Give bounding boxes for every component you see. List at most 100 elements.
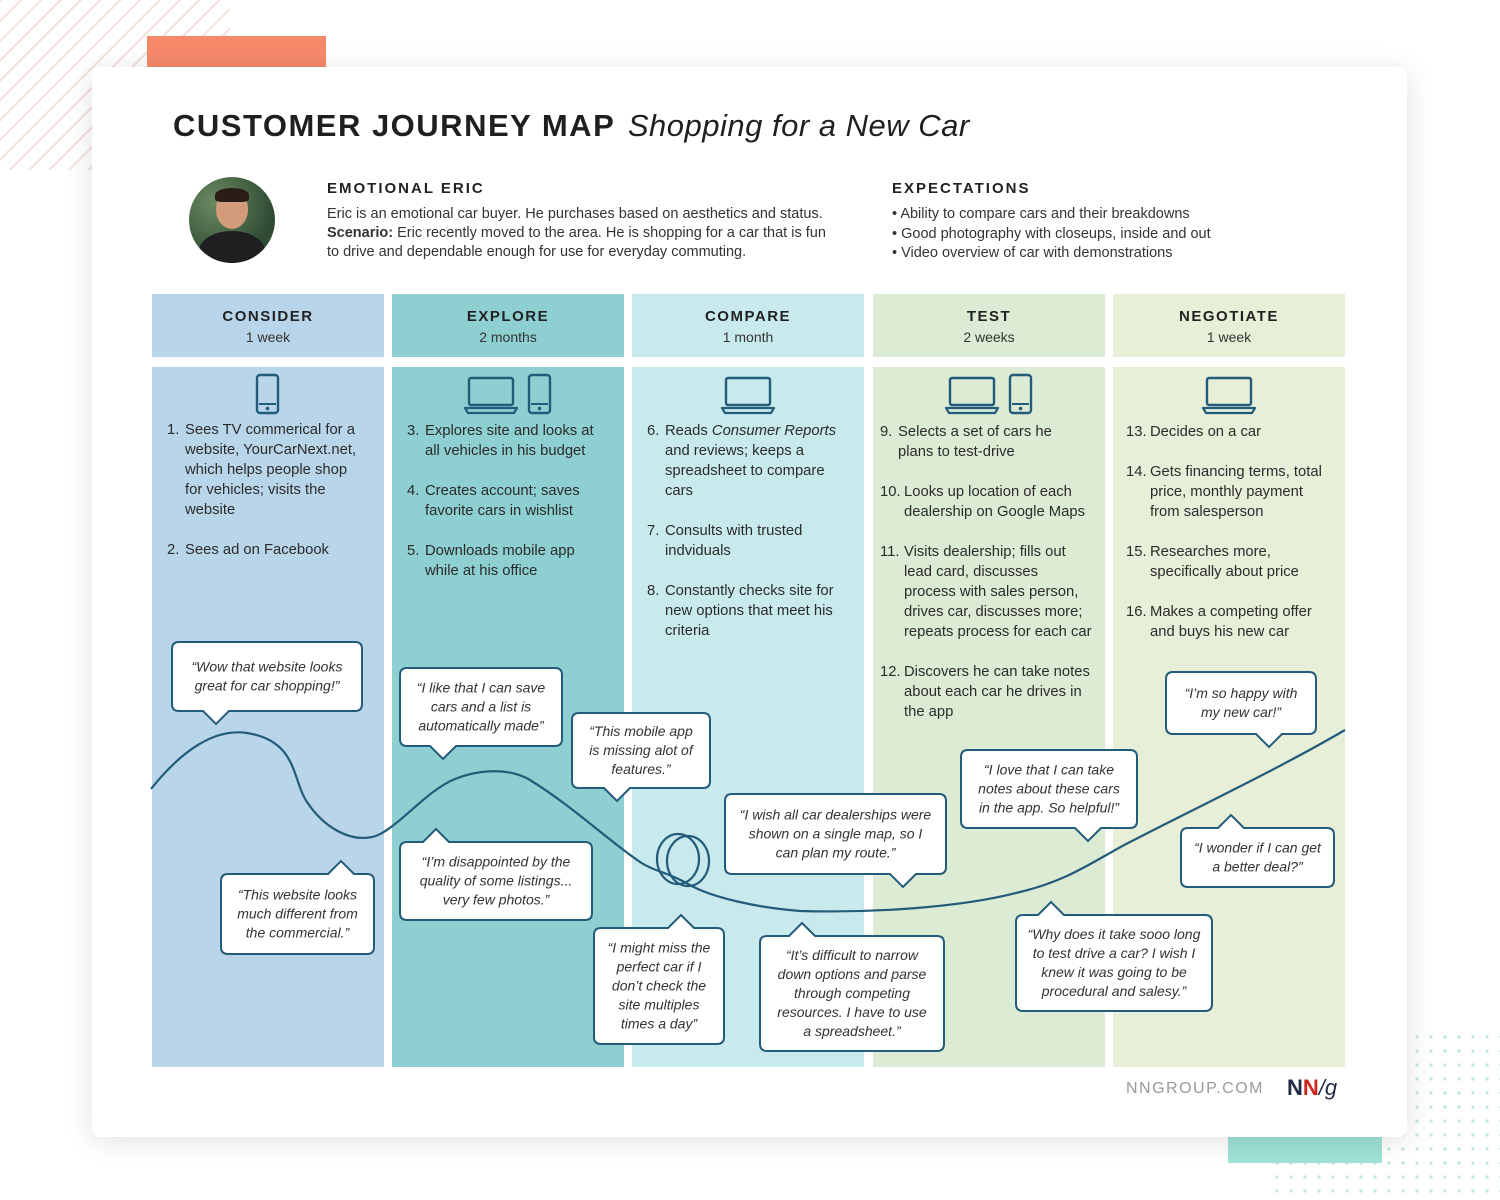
stage-device-icons	[720, 373, 776, 415]
step-text-line: and reviews; keeps a	[665, 443, 805, 459]
step-text-line: price, monthly payment	[1150, 484, 1303, 500]
step-text-line: favorite cars in wishlist	[425, 503, 574, 519]
quote-text-line: quality of some listings...	[420, 873, 573, 889]
step-number: 16.	[1126, 604, 1147, 620]
step-text-line: cars	[665, 483, 693, 499]
loop-ellipse-2	[665, 834, 711, 888]
laptop-icon	[463, 376, 519, 415]
step-text-line: which helps people shop	[185, 462, 348, 478]
step-number: 4.	[407, 483, 420, 499]
stage-name: NEGOTIATE	[1179, 308, 1279, 325]
scenario-label: Scenario:	[327, 225, 394, 241]
persona-summary: Eric is an emotional car buyer. He purch…	[327, 206, 823, 222]
step-text-line: the app	[904, 704, 954, 720]
page-title: CUSTOMER JOURNEY MAP Shopping for a New …	[173, 106, 970, 146]
title-main: CUSTOMER JOURNEY MAP	[173, 108, 616, 143]
phone-icon	[255, 373, 280, 415]
publication-name: Consumer Reports	[711, 423, 837, 439]
quote-bubble-shape	[399, 827, 593, 921]
quote-text-line: the commercial.”	[246, 925, 351, 941]
emotion-curve	[150, 729, 1346, 913]
quote-text-line: “It’s difficult to narrow	[786, 947, 919, 963]
step-text-line: indviduals	[665, 543, 731, 559]
stage-duration: 1 month	[722, 329, 774, 345]
quote-text-line: cars and a list is	[431, 699, 531, 715]
quote-text-line: “I love that I can take	[984, 762, 1114, 778]
step-text-line: Reads Consumer Reports	[665, 423, 837, 439]
quote-bubble-shape	[1180, 813, 1335, 888]
step-number: 1.	[167, 422, 180, 438]
quote-text-line: don’t check the	[612, 978, 706, 994]
expectation-item: Good photography with closeups, inside a…	[892, 225, 1211, 245]
quote-text-line: great for car shopping!”	[195, 678, 341, 694]
step-item: 16.Makes a competing offer and buys his n…	[1126, 602, 1339, 642]
quote-text-line: “I’m so happy with	[1185, 685, 1298, 701]
step-text-line: website	[185, 502, 236, 518]
step-number: 14.	[1126, 464, 1147, 480]
expectation-item: Ability to compare cars and their breakd…	[892, 205, 1211, 225]
quote-bubble-shape	[593, 913, 725, 1045]
step-text-line: for vehicles; visits the	[185, 482, 326, 498]
decorative-orange-bar	[147, 36, 326, 70]
quote-text-line: “I might miss the	[608, 940, 711, 956]
stage-device-icons	[463, 373, 553, 415]
step-text-line: Visits dealership; fills out	[904, 544, 1066, 560]
step-text-line: Consults with trusted	[665, 523, 803, 539]
quote-text-line: much different from	[237, 906, 358, 922]
step-text-line: dealership on Google Maps	[904, 504, 1085, 520]
quote-bubble-shape	[220, 859, 375, 955]
quote-text-line: “I like that I can save	[417, 680, 546, 696]
quote-text-line: features.”	[611, 761, 671, 777]
persona-name: EMOTIONAL ERIC	[327, 180, 485, 197]
step-text-line: Creates account; saves	[425, 483, 580, 499]
footer-url: NNGROUP.COM	[1126, 1080, 1264, 1097]
step-text-line: Gets financing terms, total	[1150, 464, 1322, 480]
quote-text-line: “Why does it take sooo long	[1028, 926, 1201, 942]
step-text-line: and buys his new car	[1150, 624, 1290, 640]
step-text-line: plans to test-drive	[898, 444, 1015, 460]
step-number: 2.	[167, 542, 180, 558]
step-text-line: Downloads mobile app	[425, 543, 575, 559]
step-number: 10.	[880, 484, 901, 500]
laptop-icon	[720, 376, 776, 415]
quote-bubble-shape	[171, 641, 363, 726]
step-number: 13.	[1126, 424, 1147, 440]
nng-logo: NN/g	[1287, 1075, 1337, 1101]
stage-duration: 2 weeks	[963, 329, 1015, 345]
quote-text-line: “I wonder if I can get	[1194, 840, 1322, 856]
quote-bubble-shape	[571, 712, 711, 803]
logo-n1: N	[1287, 1075, 1303, 1100]
step-text-line: Researches more,	[1150, 544, 1271, 560]
step-text-line: specifically about price	[1150, 564, 1299, 580]
quote-bubble: “I’m so happy with my new car!”	[1165, 671, 1317, 749]
step-text-line: repeats process for each car	[904, 624, 1092, 640]
quote-text-line: very few photos.”	[443, 892, 551, 908]
step-item: 2.Sees ad on Facebook	[167, 540, 378, 560]
quote-text-line: “I’m disappointed by the	[422, 854, 571, 870]
quote-text-line: shown on a single map, so I	[749, 826, 923, 842]
step-text-line: Makes a competing offer	[1150, 604, 1312, 620]
quote-text-line: my new car!”	[1201, 704, 1282, 720]
quote-text-line: automatically made”	[418, 718, 545, 734]
stage-name: TEST	[966, 308, 1012, 325]
